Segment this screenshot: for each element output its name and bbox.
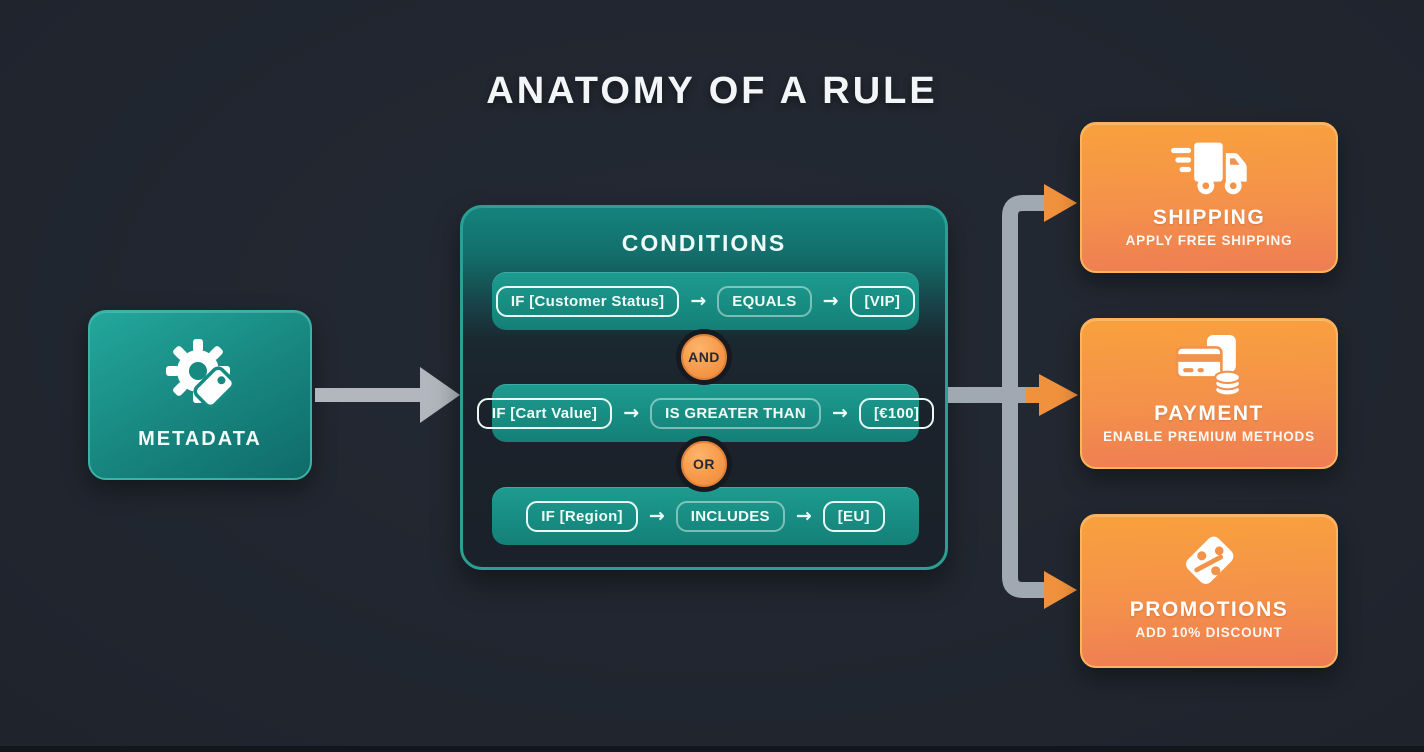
delivery-truck-icon xyxy=(1169,137,1249,203)
metadata-label: METADATA xyxy=(138,428,262,450)
conditions-panel: CONDITIONS IF [Customer Status] → EQUALS… xyxy=(460,205,948,570)
arrow-right-icon: → xyxy=(795,504,812,527)
condition-field: IF [Cart Value] xyxy=(476,397,613,429)
output-card-promotions: PROMOTIONS ADD 10% DISCOUNT xyxy=(1080,514,1338,668)
arrow-right-icon: → xyxy=(822,289,839,312)
credit-card-coins-icon xyxy=(1169,333,1249,399)
arrowhead-shipping xyxy=(1044,184,1077,222)
output-subtitle: ADD 10% DISCOUNT xyxy=(1135,625,1283,640)
discount-tag-icon xyxy=(1174,529,1244,595)
output-title: PROMOTIONS xyxy=(1129,598,1289,621)
output-subtitle: ENABLE PREMIUM METHODS xyxy=(1103,429,1315,444)
condition-operator: IS GREATER THAN xyxy=(650,397,822,429)
condition-value: [EU] xyxy=(822,500,885,532)
logic-connector-or: OR xyxy=(681,441,727,487)
arrow-right-icon: → xyxy=(832,401,848,424)
arrow-right-icon: → xyxy=(623,401,640,424)
condition-value: [€100] xyxy=(858,397,935,429)
arrowhead-promotions xyxy=(1044,571,1077,609)
condition-field: IF [Region] xyxy=(526,500,638,532)
condition-operator: EQUALS xyxy=(717,285,812,317)
condition-row-2: IF [Cart Value] → IS GREATER THAN → [€10… xyxy=(476,384,935,442)
condition-row-1: IF [Customer Status] → EQUALS → [VIP] xyxy=(492,272,919,330)
condition-row-3: IF [Region] → INCLUDES → [EU] xyxy=(492,487,919,545)
page-title: ANATOMY OF A RULE xyxy=(486,70,938,112)
arrow-right-icon: → xyxy=(690,289,707,312)
gear-tag-icon xyxy=(152,339,248,424)
conditions-to-outputs-connector xyxy=(948,184,1078,609)
metadata-to-conditions-arrow xyxy=(315,367,460,423)
arrowhead-payment xyxy=(1039,374,1078,416)
logic-connector-and: AND xyxy=(681,334,727,380)
arrow-right-icon: → xyxy=(648,504,665,527)
conditions-header: CONDITIONS xyxy=(621,230,787,256)
output-title: SHIPPING xyxy=(1152,206,1266,229)
condition-field: IF [Customer Status] xyxy=(495,285,680,317)
output-card-payment: PAYMENT ENABLE PREMIUM METHODS xyxy=(1080,318,1338,469)
condition-value: [VIP] xyxy=(849,285,916,317)
output-card-shipping: SHIPPING APPLY FREE SHIPPING xyxy=(1080,122,1338,273)
output-title: PAYMENT xyxy=(1154,402,1264,425)
metadata-node: METADATA xyxy=(88,310,312,480)
output-subtitle: APPLY FREE SHIPPING xyxy=(1125,233,1293,248)
condition-operator: INCLUDES xyxy=(675,500,785,532)
